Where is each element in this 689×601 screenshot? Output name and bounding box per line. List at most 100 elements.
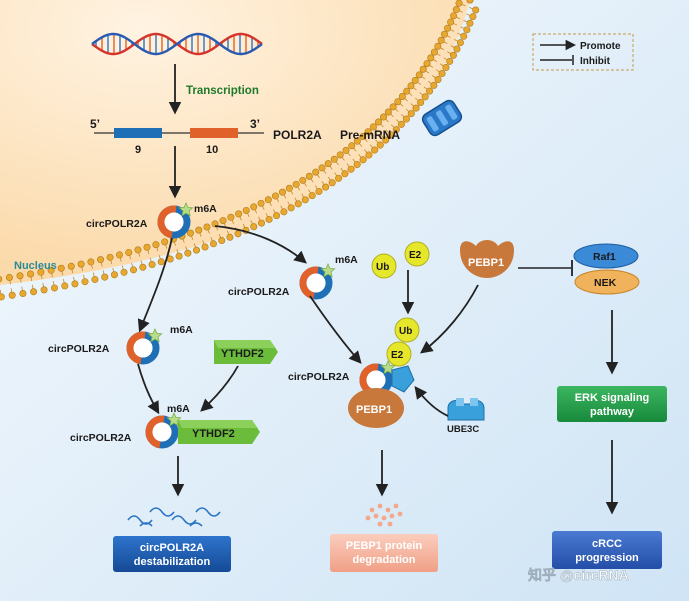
circ-label-bound: circPOLR2A xyxy=(70,432,132,444)
lipid-head xyxy=(265,215,273,223)
lipid-head xyxy=(235,210,243,218)
lipid-head xyxy=(450,12,458,20)
lipid-head xyxy=(299,176,307,184)
lipid-head xyxy=(434,42,442,50)
lipid-head xyxy=(47,266,55,274)
circrna-bound xyxy=(145,411,182,449)
lipid-head xyxy=(227,213,235,221)
lipid-head xyxy=(184,249,192,257)
m6a-label-bound: m6A xyxy=(167,403,190,415)
circ-ring-center xyxy=(366,370,386,390)
lipid-head xyxy=(125,248,133,256)
to-binding-arrow xyxy=(137,363,160,415)
lipid-head xyxy=(280,208,288,216)
lipid-head xyxy=(203,223,211,231)
lipid-head xyxy=(442,64,450,72)
pre-mrna-label: Pre-mRNA xyxy=(340,128,400,142)
lipid-head xyxy=(50,284,58,292)
lipid-head xyxy=(341,170,349,178)
crcc-line1: cRCC xyxy=(592,538,622,550)
raf1-protein: Raf1 xyxy=(573,243,639,269)
lipid-head xyxy=(430,48,438,56)
lipid-head xyxy=(446,57,454,65)
legend-promote-label: Promote xyxy=(580,41,621,52)
destab-line2: destabilization xyxy=(134,556,211,568)
lipid-head xyxy=(407,110,415,118)
lipid-head xyxy=(218,237,226,245)
lipid-head xyxy=(359,156,367,164)
m6a-star-icon xyxy=(380,359,396,375)
lipid-head xyxy=(287,204,295,212)
lipid-head xyxy=(234,230,242,238)
circ-ring-center xyxy=(152,422,172,442)
lipid-head xyxy=(369,123,377,131)
ube3c-protein-free: UBE3C xyxy=(447,398,485,435)
lipid-head xyxy=(353,137,361,145)
circ-ring-orange xyxy=(299,266,319,300)
lipid-head xyxy=(27,270,35,278)
lipid-head xyxy=(97,256,105,264)
lipid-head xyxy=(466,19,474,27)
lipid-head xyxy=(407,82,415,90)
lipid-head xyxy=(77,260,85,268)
lipid-head xyxy=(101,273,109,281)
lipid-head xyxy=(384,108,392,116)
lipid-head xyxy=(434,75,442,83)
lipid-head xyxy=(330,155,338,163)
exon-10-block xyxy=(190,128,238,138)
lipid-head xyxy=(175,252,183,260)
lipid-head xyxy=(379,113,387,121)
lipid-head xyxy=(308,192,316,200)
m6a-star-icon xyxy=(147,327,163,343)
lipid-head xyxy=(61,282,69,290)
m6a-label-top: m6A xyxy=(194,203,217,215)
export-arrow xyxy=(214,225,307,264)
lipid-head xyxy=(148,261,156,269)
lipid-head xyxy=(37,268,45,276)
erk-pathway-box: ERK signaling pathway xyxy=(557,386,667,422)
lipid-head xyxy=(389,103,397,111)
e2-circle-bound: E2 xyxy=(386,341,412,367)
lipid-head xyxy=(273,212,281,220)
m6a-arrow-left xyxy=(137,237,173,333)
lipid-head xyxy=(57,264,65,272)
lipid-head xyxy=(301,196,309,204)
lipid-head xyxy=(469,13,477,21)
lipid-head xyxy=(417,99,425,107)
m6a-label-export: m6A xyxy=(335,254,358,266)
lipid-head xyxy=(250,203,258,211)
circ-ring-orange xyxy=(157,205,177,239)
circ-label-left: circPOLR2A xyxy=(48,343,110,355)
circrna-export xyxy=(299,262,336,300)
lipid-head xyxy=(421,93,429,101)
lipid-head xyxy=(415,71,423,79)
m6a-label-left: m6A xyxy=(170,324,193,336)
lipid-head xyxy=(440,30,448,38)
lipid-head xyxy=(371,146,379,154)
gene-label: POLR2A xyxy=(273,128,322,142)
nek-label: NEK xyxy=(594,277,617,289)
lipid-head xyxy=(139,263,147,271)
ythdf2-label-bound: YTHDF2 xyxy=(192,428,235,440)
circ-label-complex: circPOLR2A xyxy=(288,371,350,383)
circ-ring-center xyxy=(164,212,184,232)
lipid-head xyxy=(398,92,406,100)
lipid-head xyxy=(115,251,123,259)
ube3c-label: UBE3C xyxy=(447,424,479,435)
lipid-head xyxy=(423,60,431,68)
circ-label-top: circPOLR2A xyxy=(86,218,148,230)
ub-circle-bound: Ub xyxy=(394,317,420,343)
e2-label-bound: E2 xyxy=(391,350,404,361)
lipid-head xyxy=(315,187,323,195)
lipid-head xyxy=(30,288,38,296)
lipid-head xyxy=(382,136,390,144)
three-prime-label: 3’ xyxy=(250,117,260,131)
lipid-head xyxy=(257,199,265,207)
lipid-head xyxy=(455,0,463,7)
exon-10-label: 10 xyxy=(206,144,218,156)
lipid-head xyxy=(419,65,427,73)
pebp1-label-complex: PEBP1 xyxy=(356,404,392,416)
lipid-head xyxy=(452,6,460,14)
lipid-head xyxy=(5,273,13,281)
